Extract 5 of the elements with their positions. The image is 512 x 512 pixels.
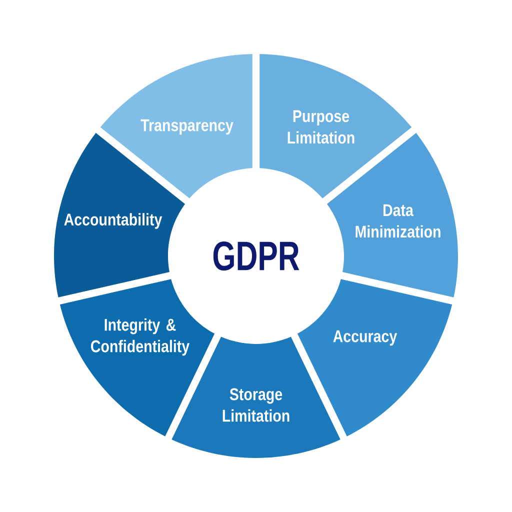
ring-segment: Transparency: [100, 54, 252, 198]
ring-segment: Integrity & Confidentiality: [60, 279, 215, 436]
ring-segment: Purpose Limitation: [260, 54, 412, 198]
ring-segment: Accuracy: [297, 279, 452, 436]
hub-label: GDPR: [213, 242, 300, 271]
